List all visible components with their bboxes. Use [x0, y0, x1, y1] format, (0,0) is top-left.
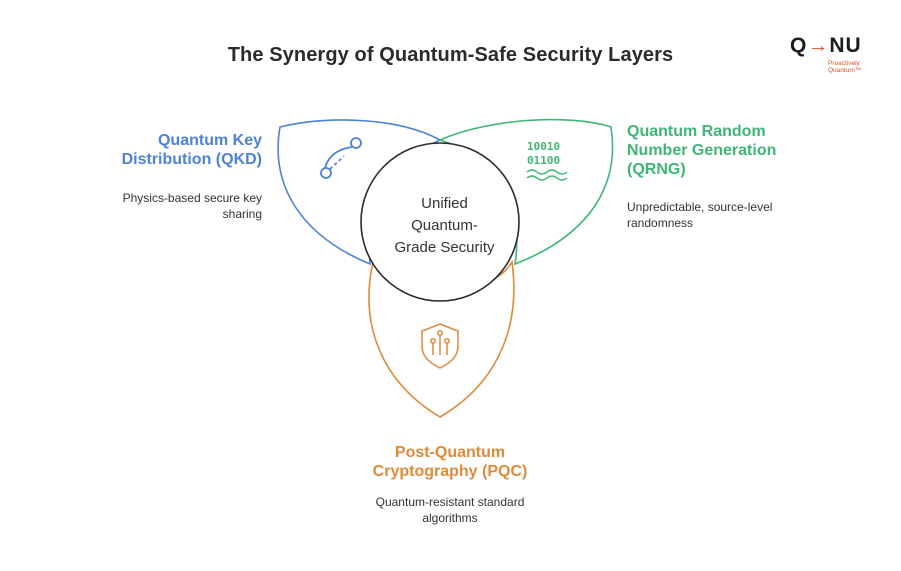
- svg-text:10010: 10010: [527, 140, 560, 153]
- center-circle: [360, 142, 520, 302]
- logo-tagline: Proactively Quantum™: [828, 60, 862, 74]
- center-label: Unified Quantum- Grade Security: [394, 195, 495, 256]
- svg-text:01100: 01100: [527, 154, 560, 167]
- pqc-heading: Post-Quantum Cryptography (PQC): [372, 444, 528, 480]
- qrng-heading: Quantum Random Number Generation (QRNG): [627, 123, 777, 178]
- logo-wordmark: Q→NU: [790, 34, 862, 57]
- page-title: The Synergy of Quantum-Safe Security Lay…: [227, 44, 674, 66]
- qkd-description: Physics-based secure key sharing: [122, 191, 262, 221]
- qrng-description: Unpredictable, source-level randomness: [627, 200, 773, 230]
- key-exchange-icon: [320, 137, 362, 179]
- shield-circuit-icon: [421, 323, 459, 369]
- qkd-heading: Quantum Key Distribution (QKD): [121, 132, 262, 168]
- brand-logo: Q→NU Proactively Quantum™: [790, 34, 880, 74]
- pqc-description: Quantum-resistant standard algorithms: [375, 495, 525, 525]
- binary-wave-icon: 10010 01100: [526, 140, 568, 181]
